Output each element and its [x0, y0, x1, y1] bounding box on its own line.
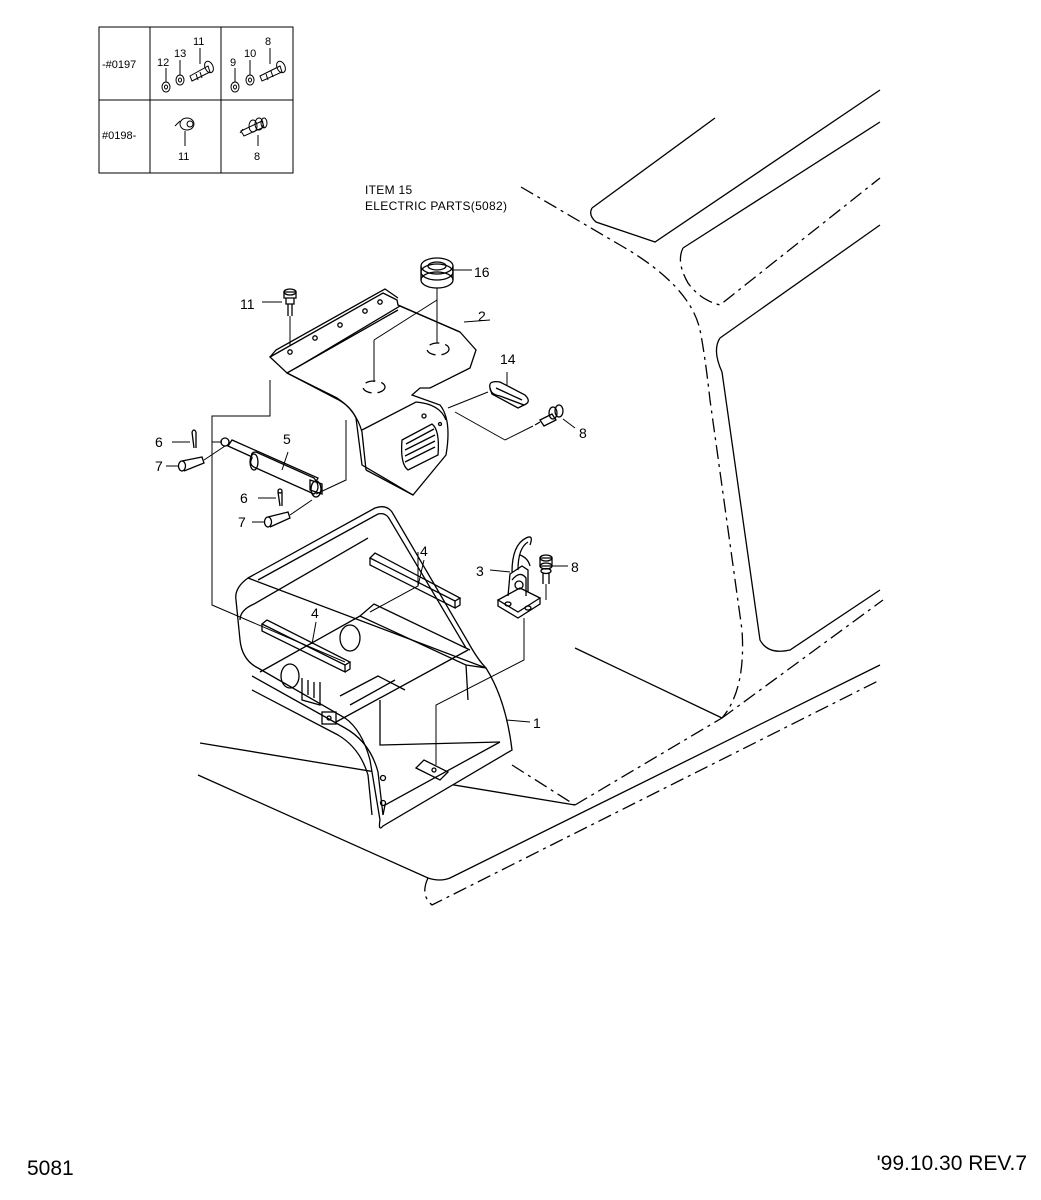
callout-16: 16: [474, 264, 490, 280]
part-11-bolt: [262, 288, 297, 345]
callout-6-lower: 6: [240, 490, 248, 506]
serial-row1-label: -#0197: [102, 59, 136, 71]
clip-icon: [174, 117, 195, 131]
serial-part-13: 13: [174, 48, 186, 60]
serial-table: -#0197 #0198- 12 13 11 9 10 8: [98, 26, 294, 174]
serial-part-9: 9: [230, 57, 236, 69]
machine-outline: [197, 89, 884, 906]
part-8-bolt-lower: [539, 554, 568, 584]
part-2-cover: [268, 288, 491, 496]
washer-icon: [161, 81, 171, 93]
part-7-clevis-pin-lower: [252, 511, 291, 528]
diagram-id: 5081: [27, 1157, 74, 1180]
callout-1: 1: [533, 715, 541, 731]
part-4-rail-lower: [260, 619, 352, 674]
part-5-gas-spring: [220, 437, 323, 498]
part-4-rail-upper: [368, 552, 462, 610]
callout-7-upper: 7: [155, 458, 163, 474]
vent-grille: [400, 423, 440, 471]
washer-icon: [230, 81, 240, 93]
assembly-leaders: [211, 380, 525, 765]
callout-4-upper: 4: [420, 543, 428, 559]
callout-11: 11: [240, 296, 255, 312]
part-14-pad: [489, 372, 529, 409]
serial-part-10: 10: [244, 48, 256, 60]
serial-part-11: 11: [193, 36, 204, 48]
lock-washer-icon: [245, 74, 255, 86]
serial-row2-label: #0198-: [102, 130, 137, 142]
lock-washer-icon: [175, 74, 185, 86]
callout-2: 2: [478, 308, 486, 324]
serial-part-12: 12: [157, 57, 169, 69]
bolt-assembly-icon: [239, 117, 268, 137]
revision-date: '99.10.30 REV.7: [877, 1152, 1027, 1175]
callout-3: 3: [476, 563, 484, 579]
serial-part-11-b: 11: [178, 151, 189, 163]
reference-note-line1: ITEM 15: [365, 183, 412, 197]
bolt-icon: [189, 60, 214, 82]
part-8-bolt-upper: [534, 404, 576, 429]
callout-8-upper: 8: [579, 425, 587, 441]
reference-note-line2: ELECTRIC PARTS(5082): [365, 199, 507, 213]
callout-4-lower: 4: [311, 605, 319, 621]
part-6-pin-lower: [258, 488, 283, 507]
callout-6-upper: 6: [155, 434, 163, 450]
serial-part-8-b: 8: [254, 151, 260, 163]
part-16-grommet: [420, 257, 472, 343]
part-3-latch: [489, 536, 542, 619]
callout-8-lower: 8: [571, 559, 579, 575]
part-1-box-frame: [235, 506, 531, 829]
callout-14: 14: [500, 351, 516, 367]
bolt-icon: [259, 60, 286, 82]
callout-7-lower: 7: [238, 514, 246, 530]
callout-5: 5: [283, 431, 291, 447]
part-7-clevis-pin-upper: [166, 456, 205, 472]
serial-part-8: 8: [265, 36, 271, 48]
part-6-pin-upper: [172, 429, 197, 449]
